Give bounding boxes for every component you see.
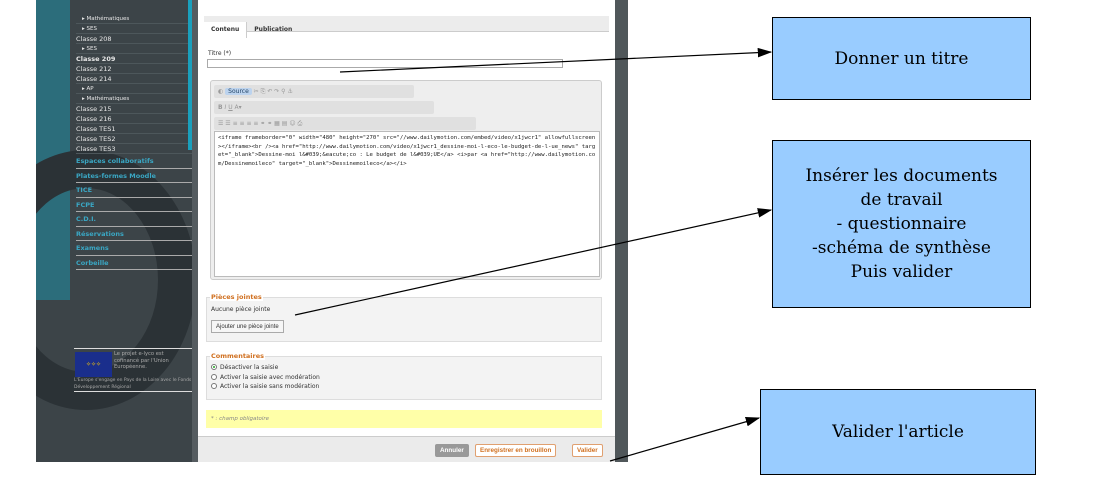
sidebar-section[interactable]: Espaces collaboratifs — [76, 154, 198, 169]
sidebar-item[interactable]: Classe TES3 — [76, 144, 198, 154]
tab-publication[interactable]: Publication — [254, 26, 293, 33]
callout-line: de travail — [860, 190, 943, 210]
sidebar-section[interactable]: Corbeille — [76, 256, 198, 270]
attachments-section: Pièces jointes Aucune pièce jointe Ajout… — [206, 293, 602, 342]
title-input[interactable] — [207, 59, 563, 68]
tab-bar: Contenu Publication — [204, 16, 609, 38]
callout-line: Insérer les documents — [805, 166, 998, 186]
callout-line: Puis valider — [850, 262, 953, 282]
sidebar-item[interactable]: ▸ SES — [76, 24, 198, 34]
sidebar-item[interactable]: ▸ SES — [76, 44, 198, 54]
submit-button[interactable]: Valider — [572, 444, 603, 457]
sidebar-section[interactable]: Examens — [76, 241, 198, 256]
eu-footer: L'Europe s'engage en Pays de la Loire av… — [74, 378, 198, 390]
rich-text-editor: ◐ Source ✂ ⎘ ↶ ↷ ⚲ ⚓ B I U A▾ ☰ ☰ ≡ ≡ ≡ … — [210, 80, 602, 280]
comment-option-unmoderated[interactable]: Activer la saisie sans modération — [211, 382, 597, 392]
attachments-legend: Pièces jointes — [210, 293, 263, 301]
sidebar-section[interactable]: TICE — [76, 183, 198, 198]
source-button[interactable]: Source — [225, 88, 252, 95]
sidebar-item[interactable]: ▸ AP — [76, 84, 198, 94]
attachments-empty: Aucune pièce jointe — [211, 306, 271, 313]
save-draft-button[interactable]: Enregistrer en brouillon — [475, 444, 557, 457]
cancel-button[interactable]: Annuler — [435, 444, 469, 457]
callout-title: Donner un titre — [772, 17, 1031, 100]
callout-documents: Insérer les documents de travail - questio… — [772, 140, 1031, 308]
comments-section: Commentaires Désactiver la saisie Active… — [206, 352, 602, 400]
arrow-validate — [609, 417, 761, 462]
sidebar-section[interactable]: C.D.I. — [76, 212, 198, 227]
eu-text: Le projet e-lyco est cofinancé par l'Uni… — [114, 351, 169, 370]
sidebar-section[interactable]: FCPE — [76, 198, 198, 212]
comments-legend: Commentaires — [210, 352, 266, 360]
arrow-docs — [294, 208, 773, 316]
sidebar-item[interactable]: Classe 216 — [76, 114, 198, 124]
editor-toolbar-row-2[interactable]: B I U A▾ — [214, 101, 434, 114]
sidebar-item[interactable]: Classe 215 — [76, 104, 198, 114]
radio-icon[interactable] — [211, 373, 217, 380]
editor-toolbar-row-3[interactable]: ☰ ☰ ≡ ≡ ≡ ≡ ⚭ ⚭ ▦ ▤ ☺ ⎙ — [214, 117, 476, 130]
sidebar-item[interactable]: Classe 214 — [76, 74, 198, 84]
sidebar-item[interactable]: ▸ Mathématiques — [76, 14, 198, 24]
radio-checked-icon[interactable] — [211, 364, 217, 370]
comment-option-disable[interactable]: Désactiver la saisie — [211, 363, 597, 373]
article-form: Contenu Publication Titre (*) ◐ Source ✂ … — [198, 0, 615, 462]
sidebar-item[interactable]: ▸ Mathématiques — [76, 94, 198, 104]
sidebar-section[interactable]: Réservations — [76, 227, 198, 241]
eu-flag-icon: ✧✧✧ — [75, 352, 112, 377]
eu-banner: ✧✧✧ Le projet e-lyco est cofinancé par l… — [74, 348, 198, 392]
sidebar-section[interactable]: Plates-formes Moodle — [76, 169, 198, 183]
form-footer: Annuler Enregistrer en brouillon Valider — [198, 436, 615, 462]
sidebar-scrollbar[interactable] — [188, 0, 192, 150]
sidebar-item[interactable]: Classe TES1 — [76, 124, 198, 134]
page-edge — [615, 0, 628, 462]
sidebar-item[interactable]: Classe TES2 — [76, 134, 198, 144]
callout-line: -schéma de synthèse — [812, 238, 991, 258]
callout-line: - questionnaire — [836, 214, 967, 234]
callout-validate: Valider l'article — [760, 389, 1036, 475]
add-attachment-button[interactable]: Ajouter une pièce jointe — [211, 320, 284, 333]
divider — [192, 0, 198, 462]
editor-toolbar-row-1[interactable]: ◐ Source ✂ ⎘ ↶ ↷ ⚲ ⚓ — [214, 85, 414, 98]
radio-icon[interactable] — [211, 383, 217, 389]
sidebar-item[interactable]: Classe 209 — [76, 54, 198, 64]
editor-source-content[interactable]: <iframe frameborder="0" width="480" heig… — [214, 131, 600, 277]
required-note: * : champ obligatoire — [206, 410, 602, 428]
comment-option-moderated[interactable]: Activer la saisie avec modération — [211, 373, 597, 383]
arrow-title — [339, 47, 773, 73]
tab-contenu[interactable]: Contenu — [204, 22, 248, 38]
title-label: Titre (*) — [208, 50, 232, 57]
sidebar-item[interactable]: Classe 208 — [76, 34, 198, 44]
sidebar-item[interactable]: Classe 212 — [76, 64, 198, 74]
